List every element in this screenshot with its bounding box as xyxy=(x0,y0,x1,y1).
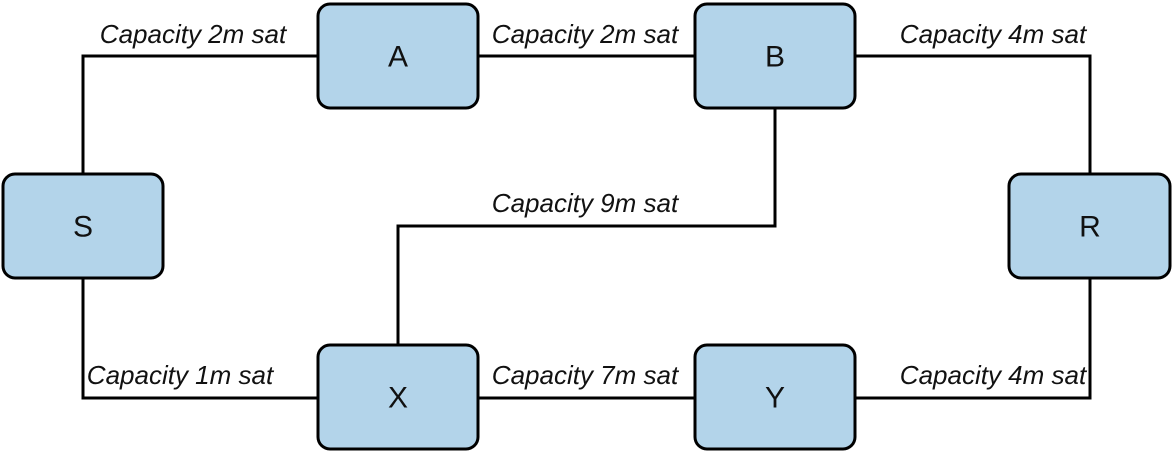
node-b: B xyxy=(693,2,857,110)
edge-y-r-line xyxy=(854,279,1092,400)
edge-s-x-label: Capacity 1m sat xyxy=(87,360,275,390)
edge-b-r-label: Capacity 4m sat xyxy=(900,19,1088,49)
edge-a-b-label: Capacity 2m sat xyxy=(492,19,680,49)
edge-s-a-label: Capacity 2m sat xyxy=(100,19,288,49)
node-y-label: Y xyxy=(765,382,785,415)
node-s-box xyxy=(1,172,165,280)
node-x-box xyxy=(316,343,480,451)
edge-s-a-line xyxy=(81,54,320,175)
edge-b-x-line xyxy=(396,108,777,345)
node-a-box xyxy=(316,2,480,110)
node-r: R xyxy=(1007,172,1172,280)
node-r-label: R xyxy=(1079,211,1101,244)
node-x-label: X xyxy=(388,382,408,415)
node-a: A xyxy=(316,2,480,110)
node-r-box xyxy=(1007,172,1172,280)
node-a-label: A xyxy=(388,41,408,74)
edge-b-r-line xyxy=(854,54,1092,175)
node-y-box xyxy=(693,343,857,451)
node-s: S xyxy=(1,172,165,280)
node-b-box xyxy=(693,2,857,110)
edge-y-r-label: Capacity 4m sat xyxy=(900,360,1088,390)
edge-b-x-label: Capacity 9m sat xyxy=(492,188,680,218)
node-b-label: B xyxy=(765,41,785,74)
node-x: X xyxy=(316,343,480,451)
node-y: Y xyxy=(693,343,857,451)
node-s-label: S xyxy=(73,211,93,244)
edge-x-y-label: Capacity 7m sat xyxy=(492,360,680,390)
edge-s-x-line xyxy=(81,279,320,400)
